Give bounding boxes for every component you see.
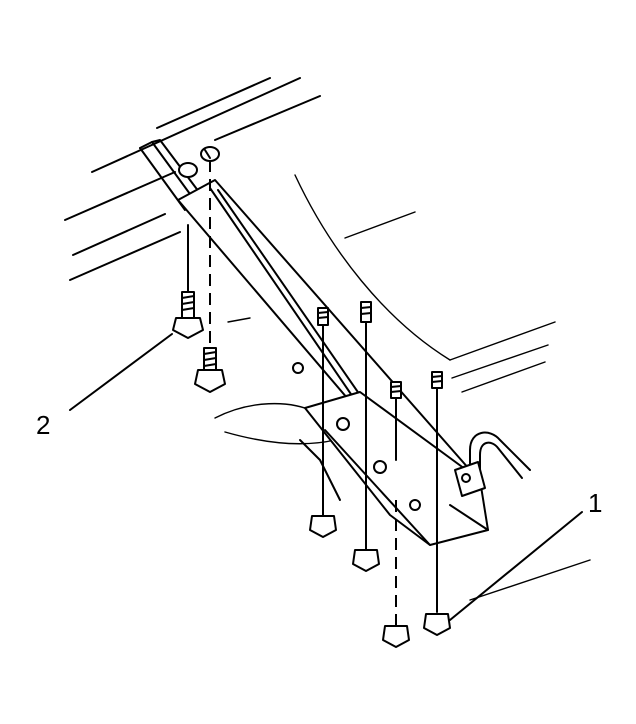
bolt-lower-left — [194, 347, 226, 393]
frame-rail — [139, 139, 489, 546]
leader-lines — [69, 333, 583, 621]
nut-3 — [382, 625, 410, 648]
washer-pair — [178, 146, 220, 178]
stud-4 — [431, 371, 443, 389]
callout-label-1: 1 — [588, 488, 602, 518]
callout-label-2: 2 — [36, 410, 50, 440]
stud-1 — [317, 307, 329, 326]
bracket-assembly — [454, 431, 531, 497]
stud-2 — [360, 301, 372, 323]
bolt-upper-left — [172, 291, 204, 339]
stud-3 — [390, 381, 402, 399]
fastener-guide-lines — [187, 160, 438, 625]
nut-2 — [352, 549, 380, 572]
nut-1 — [309, 515, 337, 538]
nut-4 — [423, 613, 451, 636]
